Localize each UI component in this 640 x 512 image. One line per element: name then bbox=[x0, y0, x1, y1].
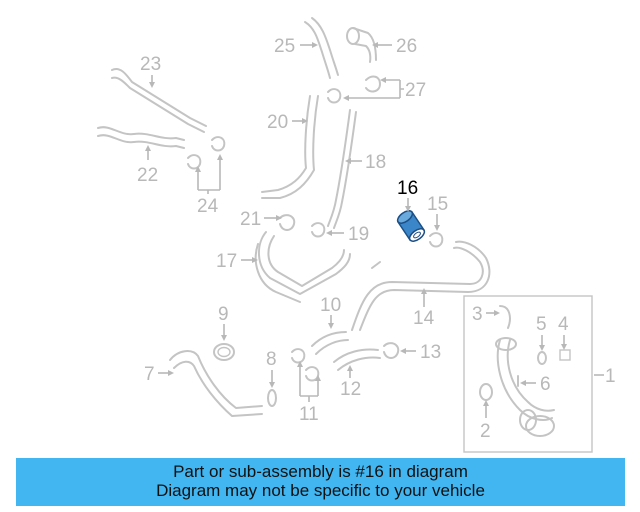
callout-15[interactable]: 15 bbox=[427, 194, 448, 215]
callout-17[interactable]: 17 bbox=[216, 251, 237, 272]
info-banner: Part or sub-assembly is #16 in diagram D… bbox=[16, 458, 625, 506]
callout-2[interactable]: 2 bbox=[480, 421, 491, 442]
callout-18[interactable]: 18 bbox=[365, 152, 386, 173]
callout-26[interactable]: 26 bbox=[396, 36, 417, 57]
highlighted-part-16[interactable] bbox=[395, 208, 426, 243]
callout-12[interactable]: 12 bbox=[340, 379, 361, 400]
callout-27[interactable]: 27 bbox=[405, 80, 426, 101]
part-drawings bbox=[97, 17, 593, 453]
callout-1[interactable]: 1 bbox=[605, 366, 616, 387]
parts-diagram: 1 2 3 4 5 6 7 8 9 10 11 12 13 14 15 16 1… bbox=[97, 17, 616, 453]
callout-14[interactable]: 14 bbox=[413, 308, 435, 329]
callout-7[interactable]: 7 bbox=[144, 364, 155, 385]
callout-23[interactable]: 23 bbox=[140, 54, 161, 75]
callout-24[interactable]: 24 bbox=[197, 196, 219, 217]
callout-20[interactable]: 20 bbox=[267, 112, 288, 133]
callout-21[interactable]: 21 bbox=[240, 209, 261, 230]
callout-16[interactable]: 16 bbox=[397, 178, 418, 199]
banner-line-1: Part or sub-assembly is #16 in diagram bbox=[173, 462, 468, 481]
callout-4[interactable]: 4 bbox=[558, 314, 569, 335]
callout-10[interactable]: 10 bbox=[320, 295, 341, 316]
callout-5[interactable]: 5 bbox=[536, 314, 547, 335]
callout-8[interactable]: 8 bbox=[266, 349, 277, 370]
callout-13[interactable]: 13 bbox=[420, 342, 441, 363]
callout-19[interactable]: 19 bbox=[348, 224, 369, 245]
callout-9[interactable]: 9 bbox=[218, 304, 229, 325]
leader-lines bbox=[145, 42, 604, 418]
callout-3[interactable]: 3 bbox=[472, 304, 483, 325]
callout-6[interactable]: 6 bbox=[540, 374, 551, 395]
callout-25[interactable]: 25 bbox=[274, 36, 295, 57]
callout-11[interactable]: 11 bbox=[299, 404, 319, 425]
banner-line-2: Diagram may not be specific to your vehi… bbox=[156, 481, 485, 500]
callout-22[interactable]: 22 bbox=[137, 165, 158, 186]
